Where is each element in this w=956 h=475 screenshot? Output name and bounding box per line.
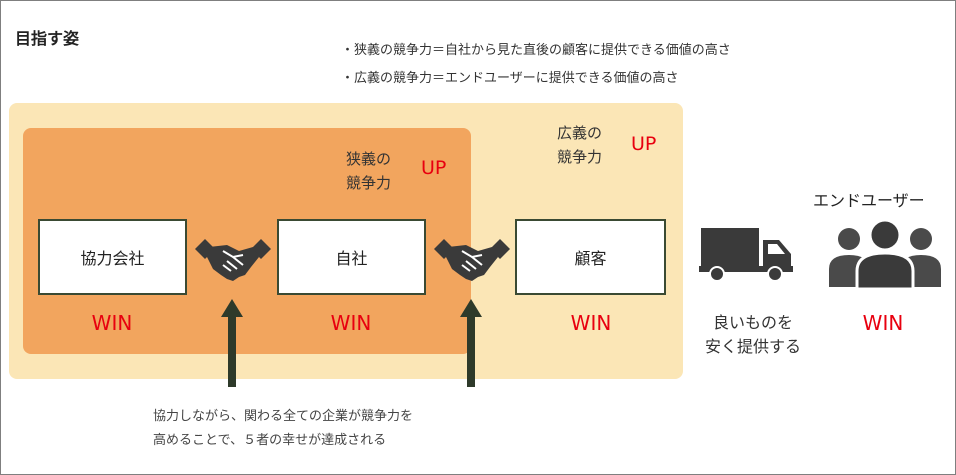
definition-narrow: ・狭義の競争力＝自社から見た直後の顧客に提供できる価値の高さ xyxy=(341,43,731,58)
truck-caption-line2: 安く提供する xyxy=(704,337,801,356)
wide-area-label-line1: 広義の xyxy=(557,124,603,142)
handshake-icon xyxy=(432,235,512,285)
handshake-icon xyxy=(193,235,273,285)
narrow-area-label-line1: 狭義の xyxy=(346,150,392,168)
win-partner: WIN xyxy=(91,311,133,335)
customer-box: 顧客 xyxy=(515,219,666,295)
win-end-user: WIN xyxy=(862,311,904,335)
page-title: 目指す姿 xyxy=(15,29,80,48)
own-company-box: 自社 xyxy=(277,219,426,295)
bottom-note: 協力しながら、関わる全ての企業が競争力を 高めることで、５者の幸せが達成される xyxy=(153,405,413,453)
narrow-area-up: UP xyxy=(421,157,447,179)
users-group-icon xyxy=(827,215,943,295)
wide-area-label-line2: 競争力 xyxy=(557,148,603,166)
up-arrow-icon xyxy=(460,299,482,387)
win-own-company: WIN xyxy=(330,311,372,335)
win-customer: WIN xyxy=(570,311,612,335)
definition-wide: ・広義の競争力＝エンドユーザーに提供できる価値の高さ xyxy=(341,71,679,86)
truck-icon xyxy=(699,226,795,286)
truck-caption: 良いものを 安く提供する xyxy=(695,311,811,359)
truck-caption-line1: 良いものを xyxy=(712,313,793,332)
up-arrow-icon xyxy=(221,299,243,387)
partner-company-box: 協力会社 xyxy=(38,219,187,295)
wide-area-up: UP xyxy=(631,133,657,155)
end-user-label: エンドユーザー xyxy=(813,191,925,210)
bottom-note-line1: 協力しながら、関わる全ての企業が競争力を xyxy=(153,409,414,424)
narrow-area-label-line2: 競争力 xyxy=(346,174,392,192)
bottom-note-line2: 高めることで、５者の幸せが達成される xyxy=(153,433,387,448)
narrow-area-label: 狭義の 競争力 xyxy=(346,147,391,195)
wide-area-label: 広義の 競争力 xyxy=(557,121,602,169)
